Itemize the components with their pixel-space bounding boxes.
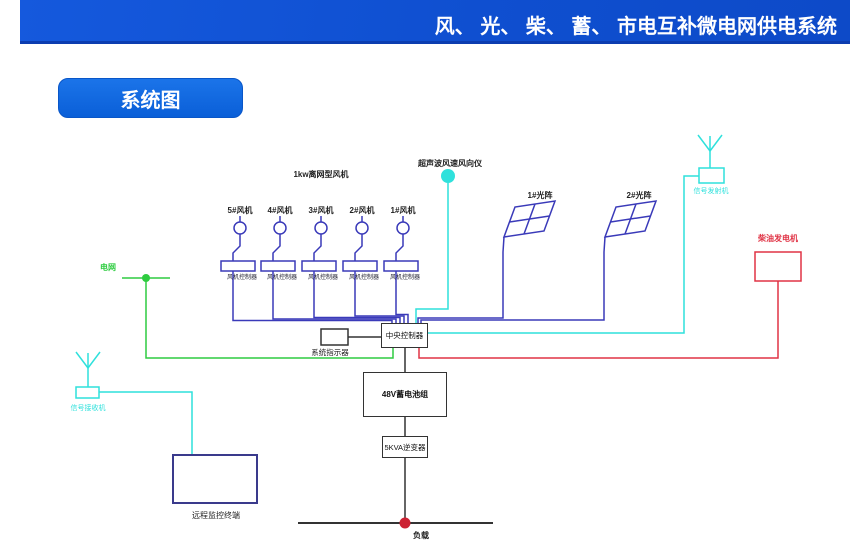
battery-box: 48V蓄电池组: [363, 372, 447, 417]
signal-receiver-antenna-icon: [75, 351, 193, 455]
anemometer-icon: [415, 169, 455, 324]
anemometer-label: 超声波风速风向仪: [418, 159, 482, 168]
wind-group-label: 1kw离网型风机: [293, 170, 349, 179]
inverter-box: 5KVA逆变器: [382, 436, 428, 458]
grid-connection-icon: [122, 274, 394, 359]
central-controller-box: 中央控制器: [381, 323, 428, 348]
wind-turbine-1-icon: [383, 216, 419, 324]
signal-transmitter-label: 信号发射机: [693, 188, 729, 195]
load-label: 负载: [413, 531, 429, 540]
page-title: 风、 光、 柴、 蓄、 市电互补微电网供电系统: [434, 16, 837, 38]
load-node-icon: [399, 517, 411, 529]
diesel-generator-label: 柴油发电机: [758, 234, 798, 243]
wind-turbine-1-label: 1#风机: [390, 206, 416, 215]
wind-turbine-3-icon: [301, 216, 401, 324]
wind-turbine-2-label: 2#风机: [349, 206, 375, 215]
wind-controller-4-label: 风机控制器: [266, 275, 298, 281]
wind-turbine-3-label: 3#风机: [308, 206, 334, 215]
power-bus-lines: [298, 348, 493, 524]
wind-turbine-5-icon: [220, 216, 393, 324]
solar-array-2-icon: [420, 200, 658, 324]
diesel-generator-icon: [418, 251, 802, 359]
solar-array-2-label: 2#光阵: [626, 191, 652, 200]
signal-receiver-label: 信号接收机: [70, 405, 106, 412]
wind-turbine-5-label: 5#风机: [227, 206, 253, 215]
wind-controller-5-label: 风机控制器: [226, 275, 258, 281]
system-indicator-label: 系统指示器: [311, 348, 349, 357]
title-bar: 风、 光、 柴、 蓄、 市电互补微电网供电系统: [20, 0, 850, 44]
remote-terminal-label: 远程监控终端: [192, 511, 240, 520]
wind-turbine-4-label: 4#风机: [267, 206, 293, 215]
system-diagram-tab[interactable]: 系统图: [58, 78, 243, 118]
grid-label: 电网: [100, 263, 116, 272]
wind-turbine-4-icon: [260, 216, 397, 324]
signal-transmitter-antenna-icon: [428, 134, 725, 334]
remote-terminal-box: [172, 454, 258, 504]
system-indicator-icon: [320, 328, 381, 346]
solar-array-1-label: 1#光阵: [527, 191, 553, 200]
wind-turbine-2-icon: [342, 216, 405, 324]
wind-controller-3-label: 风机控制器: [307, 275, 339, 281]
wind-controller-1-label: 风机控制器: [389, 275, 421, 281]
solar-array-1-icon: [417, 200, 557, 324]
wind-controller-2-label: 风机控制器: [348, 275, 380, 281]
